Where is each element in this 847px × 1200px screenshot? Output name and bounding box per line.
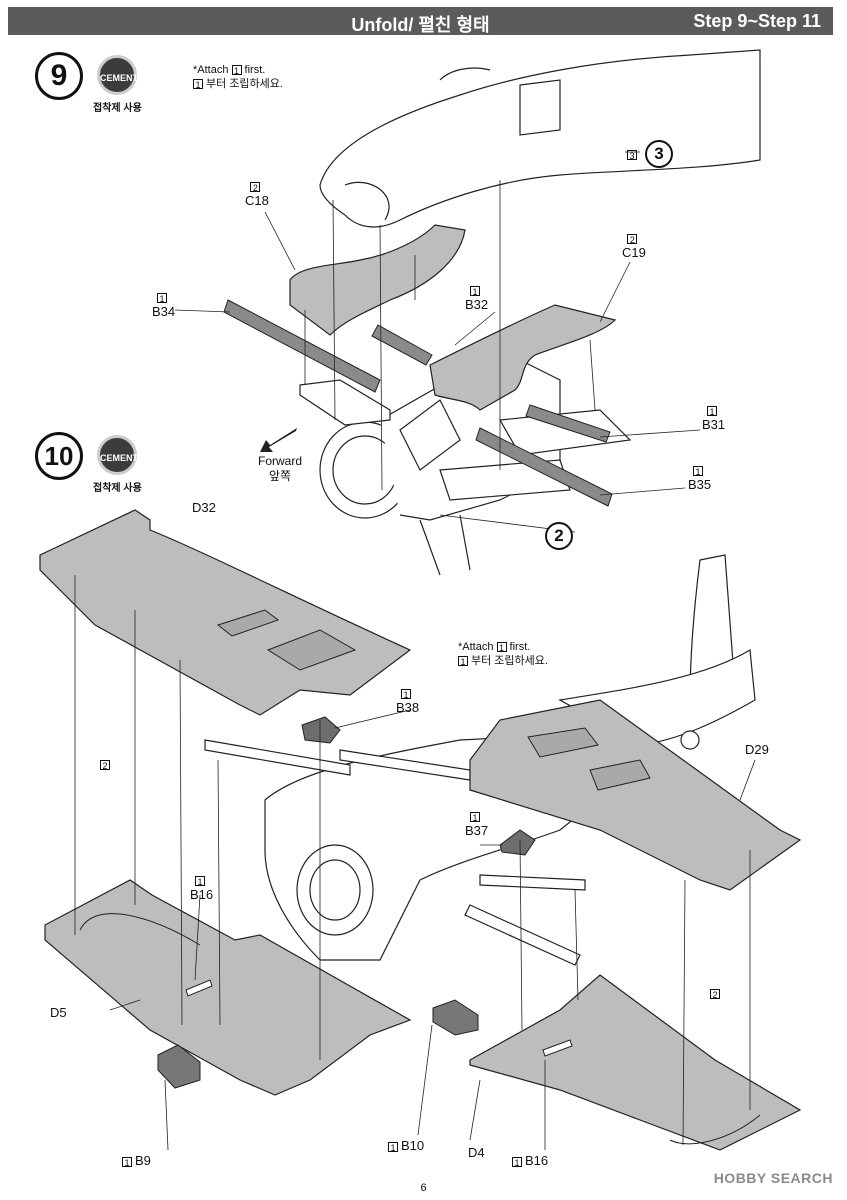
cement-icon-step10: CEMENT: [97, 435, 138, 475]
part-b35-strip: [475, 427, 613, 507]
watermark: HOBBY SEARCH: [713, 1170, 833, 1186]
fuselage-upper-outline: [319, 49, 761, 228]
cement-note-step10: 접착제 사용: [93, 483, 142, 494]
page-header: Unfold/ 펼친 형태 Step 9~Step 11: [8, 7, 833, 35]
part-d32-wing: [39, 509, 412, 716]
ref-3-box: 3: [627, 146, 640, 161]
page-title: Unfold/ 펼친 형태: [351, 15, 490, 35]
label-d5: D5: [50, 1005, 67, 1020]
ref-3-circle: 3: [645, 140, 673, 168]
part-c18-panel: [289, 224, 466, 336]
part-b9: [157, 1044, 201, 1089]
part-b37: [499, 829, 536, 856]
part-b32-strip: [371, 324, 433, 366]
cement-note: 접착제 사용: [93, 103, 142, 114]
part-d4-wing: [469, 974, 802, 1151]
cement-icon: CEMENT: [97, 55, 138, 95]
step-9-number: 9: [35, 52, 83, 100]
step-10-number: 10: [35, 432, 83, 480]
part-b34-strip: [223, 299, 381, 393]
page-number: 6: [420, 1182, 427, 1194]
part-b38: [301, 716, 341, 744]
ref-2-circle: 2: [545, 522, 573, 550]
part-d29-wing: [469, 699, 802, 891]
label-d29: D29: [745, 742, 769, 757]
part-d5-wing: [44, 879, 412, 1096]
label-d32: D32: [192, 500, 216, 515]
center-wing-left: [299, 379, 391, 426]
label-d4: D4: [468, 1145, 485, 1160]
step-range: Step 9~Step 11: [693, 11, 821, 31]
part-b16-left: [185, 979, 213, 997]
label-2-right: 2: [710, 985, 723, 1000]
part-b16-right: [542, 1039, 573, 1057]
part-b10: [432, 999, 479, 1036]
forward-arrow: [260, 428, 297, 452]
part-b31-strip: [525, 404, 611, 443]
part-c19-panel: [429, 304, 617, 411]
label-2-left: 2: [100, 756, 113, 771]
